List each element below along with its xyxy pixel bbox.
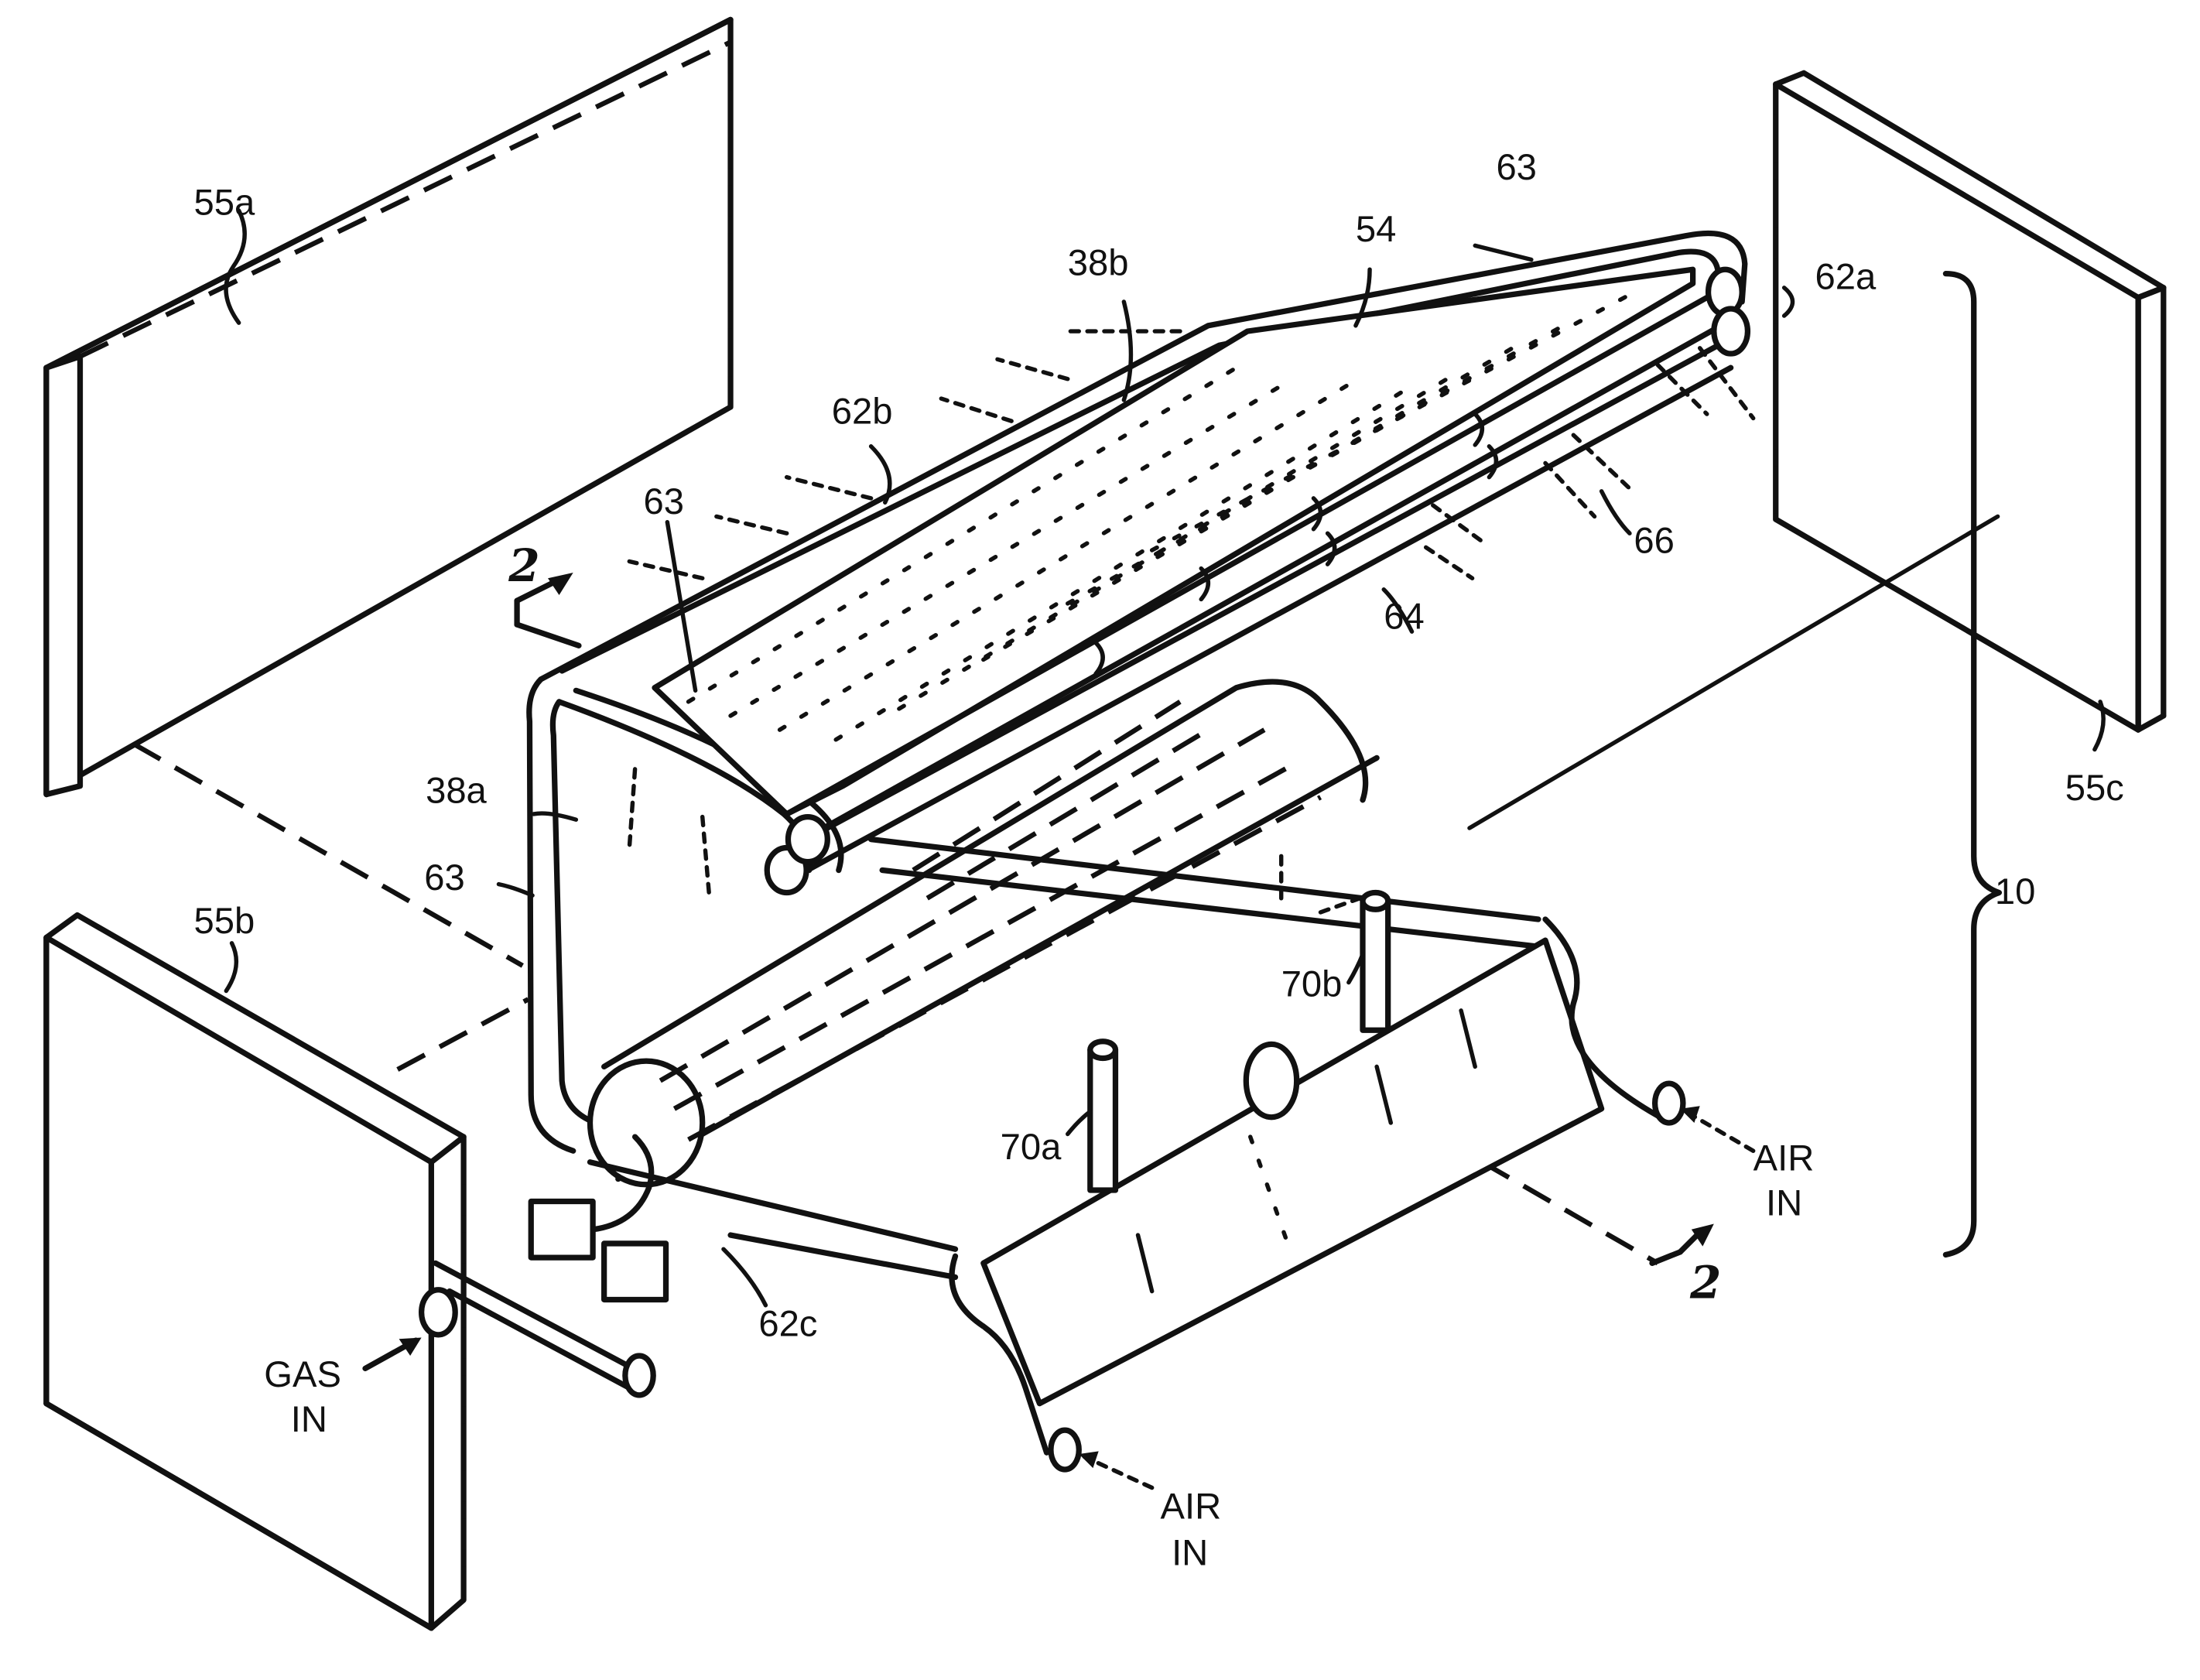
section-marker-top: 2 [508, 539, 539, 592]
label-air-in-bottom-1: AIR [1161, 1485, 1222, 1526]
label-63-top: 63 [1496, 146, 1536, 187]
panel-55a [46, 19, 730, 794]
label-air-in-right-1: AIR [1753, 1138, 1815, 1179]
label-air-in-bottom-2: IN [1172, 1531, 1208, 1572]
label-62b: 62b [832, 391, 893, 432]
section-marker-bottom: 2 [1689, 1256, 1721, 1309]
label-gas-in-2: IN [291, 1398, 327, 1439]
panel-55c [1776, 73, 2164, 749]
label-63-left: 63 [424, 857, 464, 898]
label-38a: 38a [426, 769, 487, 810]
label-38b: 38b [1068, 242, 1129, 283]
label-70a: 70a [1001, 1126, 1062, 1167]
burner-plate-54 [655, 269, 1693, 814]
label-55c: 55c [2065, 767, 2124, 808]
label-62c: 62c [758, 1303, 817, 1344]
label-55b: 55b [194, 900, 255, 941]
label-70b: 70b [1281, 963, 1343, 1004]
label-gas-in-1: GAS [264, 1353, 341, 1394]
label-55a: 55a [194, 182, 255, 223]
label-66: 66 [1634, 520, 1674, 561]
label-air-in-right-2: IN [1766, 1182, 1802, 1223]
label-62a: 62a [1815, 256, 1877, 297]
label-64: 64 [1384, 596, 1424, 637]
label-63-mid: 63 [643, 481, 683, 522]
label-54: 54 [1356, 208, 1396, 249]
panel-55b [46, 915, 464, 1628]
label-10: 10 [1995, 871, 2035, 912]
